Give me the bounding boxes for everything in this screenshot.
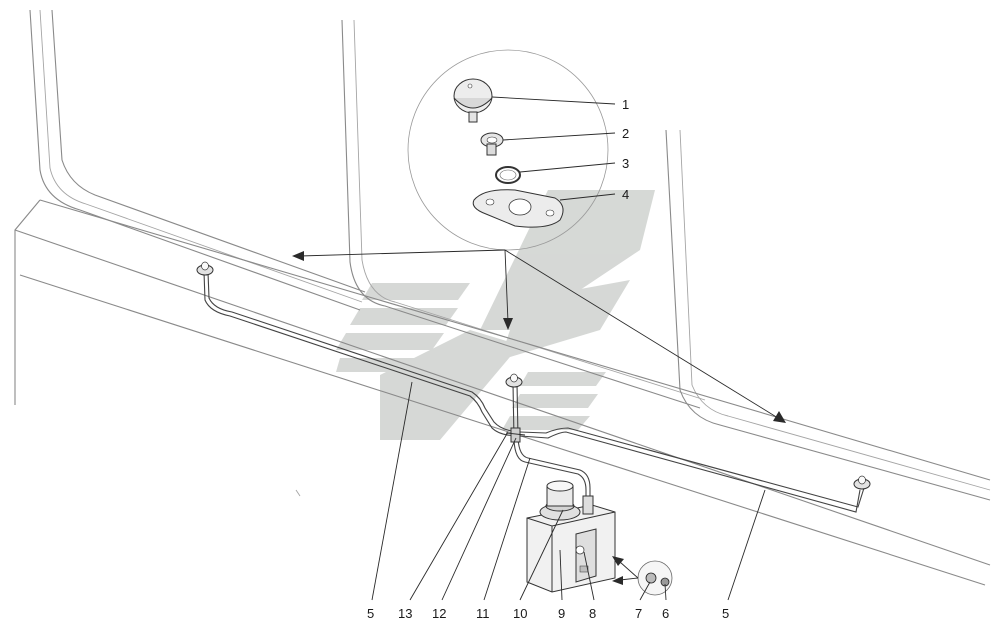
callout-labels: 1 2 3 4 5 13 12 11 10 9 8 7 6 5	[367, 97, 729, 621]
tee-connector	[505, 427, 526, 443]
callout-4: 4	[622, 187, 629, 202]
nozzle-right	[853, 475, 871, 490]
washer-reservoir	[526, 480, 616, 593]
detail-circle	[407, 49, 609, 251]
detail-arrows	[292, 249, 786, 423]
washer-pump	[575, 528, 597, 583]
callout-6: 6	[662, 606, 669, 621]
connector-detail	[612, 556, 673, 596]
nozzle-center	[505, 373, 523, 388]
gasket-plate-part	[472, 189, 564, 228]
seal-ring-part	[495, 166, 521, 184]
washer-pipes	[203, 271, 865, 513]
watermark-logo	[336, 190, 655, 440]
fitting-part	[480, 132, 504, 156]
callout-3: 3	[622, 156, 629, 171]
callout-10: 10	[513, 606, 527, 621]
callout-7: 7	[635, 606, 642, 621]
cab-outline	[14, 9, 991, 586]
callout-9: 9	[558, 606, 565, 621]
callout-13: 13	[398, 606, 412, 621]
callout-1: 1	[622, 97, 629, 112]
nozzle-left	[196, 261, 214, 276]
callout-8: 8	[589, 606, 596, 621]
callout-5-left: 5	[367, 606, 374, 621]
callout-11: 11	[476, 606, 490, 621]
leader-lines	[371, 96, 766, 601]
callout-12: 12	[432, 606, 446, 621]
callout-2: 2	[622, 126, 629, 141]
nozzle-cap-part	[453, 78, 493, 123]
callout-5-right: 5	[722, 606, 729, 621]
